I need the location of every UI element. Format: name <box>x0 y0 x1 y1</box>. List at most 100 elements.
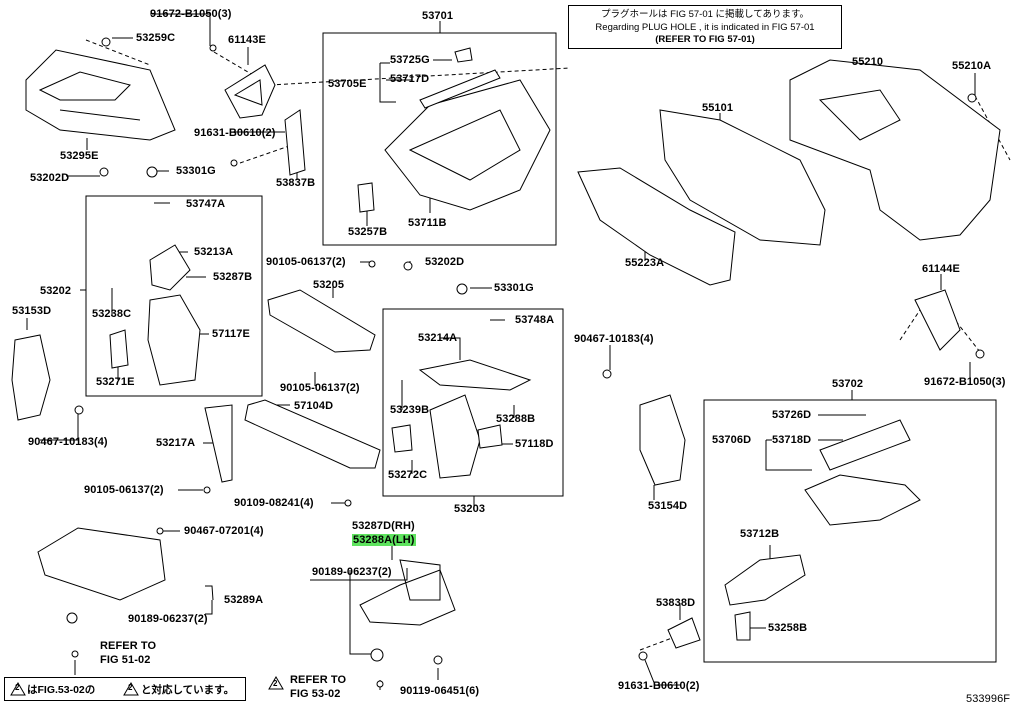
part-53205 <box>267 289 376 353</box>
part-label[interactable]: 53702 <box>832 378 864 390</box>
footnote-text-1: はFIG.53-02の <box>27 684 96 696</box>
part-label[interactable]: 53295E <box>60 150 99 162</box>
part-label[interactable]: 53287D(RH) <box>352 520 415 532</box>
part-57118D <box>429 394 481 479</box>
highlight: 53288A(LH) <box>352 534 416 546</box>
caution-triangle-icon <box>10 682 26 696</box>
triangle-number: 2 <box>128 683 133 692</box>
part-label[interactable]: 53711B <box>408 217 447 229</box>
part-label[interactable]: 91672-B1050(3) <box>150 8 232 20</box>
part-label[interactable]: 53748A <box>515 314 555 326</box>
footnote-text-2: と対応しています。 <box>141 684 235 696</box>
part-label[interactable]: 53213A <box>194 246 234 258</box>
part-53258B <box>734 611 751 641</box>
part-label[interactable]: 53705E <box>328 78 367 90</box>
part-label[interactable]: 53717D <box>390 73 430 85</box>
part-label[interactable]: 57117E <box>212 328 250 340</box>
part-label[interactable]: 53203 <box>454 503 486 515</box>
part-55101 <box>659 109 826 246</box>
part-label[interactable]: 53288B <box>496 413 536 425</box>
part-label[interactable]: 53202 <box>40 285 72 297</box>
part-label[interactable]: 53747A <box>186 198 226 210</box>
part-53214A <box>418 359 532 391</box>
part-label[interactable]: 90467-07201(4) <box>184 525 264 537</box>
part-label[interactable]: 90467-10183(4) <box>28 436 108 448</box>
part-53271E <box>109 329 129 369</box>
group-box-53202 <box>85 195 263 397</box>
part-label[interactable]: 53202D <box>30 172 70 184</box>
part-label[interactable]: 53202D <box>425 256 465 268</box>
part-53289A <box>37 527 166 601</box>
part-label[interactable]: 53701 <box>422 10 454 22</box>
part-label[interactable]: 90467-10183(4) <box>574 333 654 345</box>
part-53287D <box>359 569 456 626</box>
part-label[interactable]: 57104D <box>294 400 334 412</box>
part-label[interactable]: 61144E <box>922 263 960 275</box>
part-53154D <box>639 394 686 486</box>
part-label[interactable]: 53289A <box>224 594 264 606</box>
part-label[interactable]: 53706D <box>712 434 752 446</box>
part-label[interactable]: 53726D <box>772 409 812 421</box>
part-label[interactable]: 90105-06137(2) <box>266 256 346 268</box>
part-label[interactable]: 91631-B0610(2) <box>618 680 700 692</box>
part-label[interactable]: 53718D <box>772 434 812 446</box>
part-label[interactable]: 53154D <box>648 500 688 512</box>
footnote-box: 2 はFIG.53-02の 2 と対応しています。 <box>4 677 246 701</box>
triangle-number: 2 <box>273 679 278 688</box>
group-box-53702 <box>703 399 997 663</box>
part-label[interactable]: 90109-08241(4) <box>234 497 314 509</box>
part-label[interactable]: 53217A <box>156 437 196 449</box>
refer-label[interactable]: REFER TO <box>290 674 347 686</box>
part-label[interactable]: 61143E <box>228 34 266 46</box>
part-label[interactable]: 53259C <box>136 32 176 44</box>
part-label[interactable]: 53214A <box>418 332 458 344</box>
part-53702 <box>804 474 921 526</box>
part-53213A <box>149 244 191 291</box>
part-label[interactable]: 90189-06237(2) <box>312 566 392 578</box>
part-57117E <box>147 294 201 386</box>
part-53838D <box>667 617 701 649</box>
part-label[interactable]: 53257B <box>348 226 388 238</box>
part-label[interactable]: 53239B <box>390 404 430 416</box>
part-label[interactable]: 53287B <box>213 271 253 283</box>
part-label[interactable]: 53271E <box>96 376 135 388</box>
part-label[interactable]: 90119-06451(6) <box>400 685 480 697</box>
part-label[interactable]: 53258B <box>768 622 808 634</box>
part-label[interactable]: 91631-B0610(2) <box>194 127 276 139</box>
part-label[interactable]: 91672-B1050(3) <box>924 376 1006 388</box>
refer-label[interactable]: FIG 53-02 <box>290 688 341 700</box>
part-label[interactable]: 53301G <box>176 165 216 177</box>
part-label[interactable]: 55210A <box>952 60 992 72</box>
part-label[interactable]: 90105-06137(2) <box>84 484 164 496</box>
part-label[interactable]: 53837B <box>276 177 316 189</box>
plug-hole-note: プラグホールは FIG 57-01 に掲載してあります。 Regarding P… <box>568 5 842 49</box>
part-label[interactable]: 90189-06237(2) <box>128 613 208 625</box>
part-label[interactable]: 55101 <box>702 102 734 114</box>
part-label[interactable]: 55210 <box>852 56 884 68</box>
part-label[interactable]: 53838D <box>656 597 696 609</box>
part-label[interactable]: 53301G <box>494 282 534 294</box>
part-label[interactable]: 53272C <box>388 469 428 481</box>
part-label[interactable]: 53725G <box>390 54 430 66</box>
part-53288B <box>477 424 503 449</box>
part-label[interactable]: 53712B <box>740 528 780 540</box>
note-line-3: (REFER TO FIG 57-01) <box>655 34 755 45</box>
group-box-53203 <box>382 308 564 497</box>
part-53295E <box>25 49 176 141</box>
part-label[interactable]: 57118D <box>515 438 554 450</box>
part-label[interactable]: 55223A <box>625 257 665 269</box>
refer-label[interactable]: REFER TO <box>100 640 157 652</box>
part-61143E <box>224 64 276 119</box>
part-label[interactable]: 53153D <box>12 305 52 317</box>
part-53837B <box>284 109 306 176</box>
part-53272C <box>391 424 413 453</box>
part-label[interactable]: 90105-06137(2) <box>280 382 360 394</box>
refer-label[interactable]: FIG 51-02 <box>100 654 151 666</box>
caution-triangle-icon <box>268 676 284 690</box>
part-label[interactable]: 53238C <box>92 308 132 320</box>
part-label[interactable]: 53205 <box>313 279 345 291</box>
part-55210 <box>789 59 1001 241</box>
part-61144E <box>914 289 961 351</box>
part-label-highlighted[interactable]: 53288A(LH) <box>352 534 416 546</box>
